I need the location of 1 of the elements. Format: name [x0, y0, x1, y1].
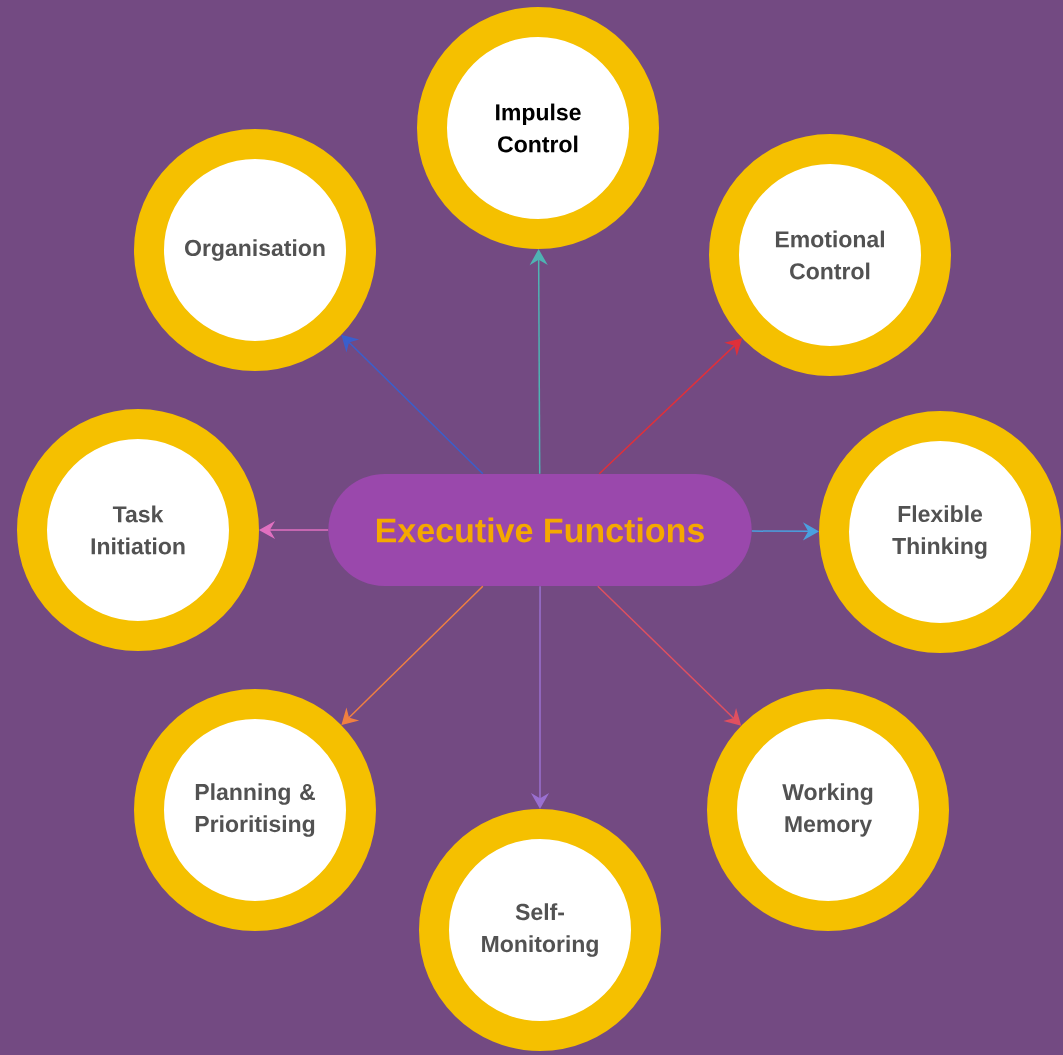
center-pill: Executive Functions: [328, 474, 752, 586]
